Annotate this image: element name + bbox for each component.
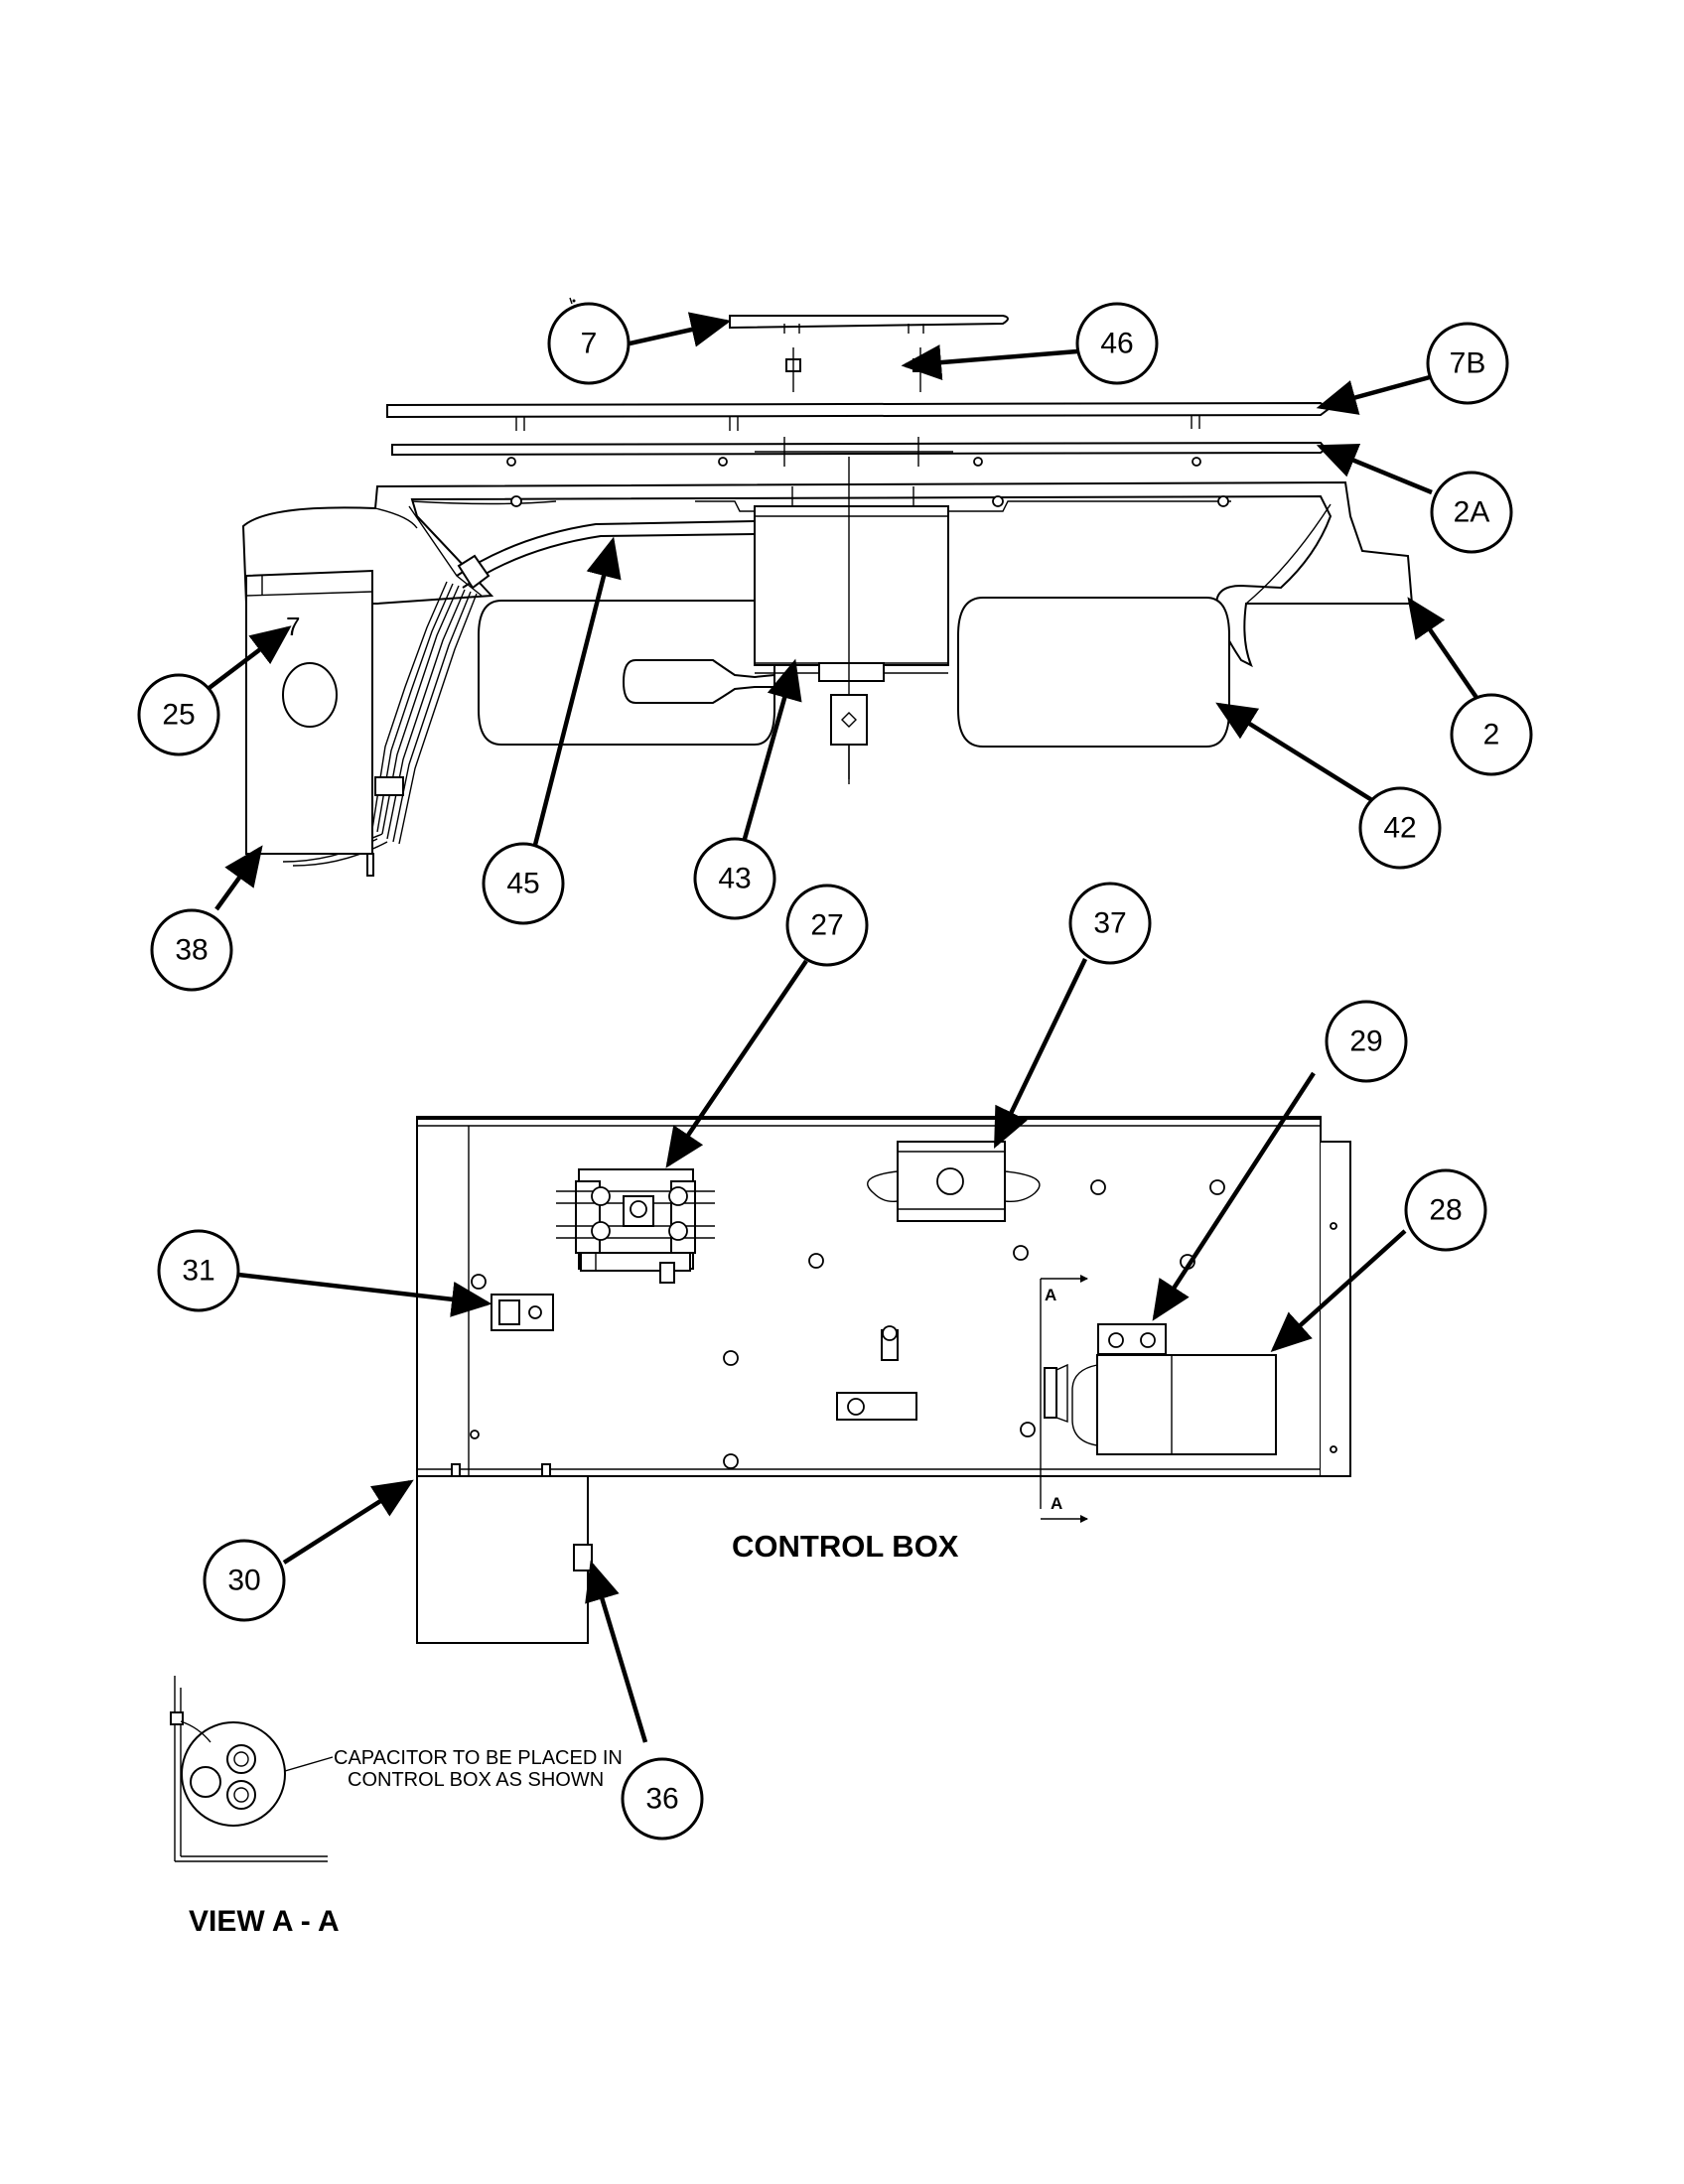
callout-c42: 42 <box>1358 786 1442 870</box>
leader-7 <box>629 312 732 347</box>
callout-c43: 43 <box>693 837 776 920</box>
part-30-box-cover <box>416 1463 593 1644</box>
callout-label-29: 29 <box>1349 1025 1382 1058</box>
leader-43 <box>740 658 802 847</box>
callout-c36: 36 <box>621 1757 704 1841</box>
leader-30 <box>282 1479 414 1565</box>
part-36-fastener <box>573 1544 593 1571</box>
callout-label-43: 43 <box>718 863 751 895</box>
callout-c45: 45 <box>482 842 565 925</box>
part-29-capacitor-bracket <box>1097 1323 1167 1355</box>
part-28-capacitor <box>1044 1354 1277 1455</box>
callout-label-46: 46 <box>1100 328 1133 360</box>
view-aa-detail: CAPACITOR TO BE PLACED IN CONTROL BOX AS… <box>170 1676 623 1938</box>
part-7-cover-plate <box>572 299 1009 334</box>
part-25-electrical-box: 7 <box>245 569 404 877</box>
callout-c29: 29 <box>1325 1000 1408 1083</box>
leader-29 <box>1152 1071 1316 1321</box>
part-37-terminal-block <box>867 1141 1041 1222</box>
callout-label-45: 45 <box>506 868 539 900</box>
part-7b-top-rail <box>386 401 1331 431</box>
part-43-motor <box>754 457 949 784</box>
callout-label-38: 38 <box>175 934 208 967</box>
leader-2 <box>1407 597 1481 704</box>
leader-38 <box>214 845 263 911</box>
callout-label-37: 37 <box>1093 907 1126 940</box>
leader-45 <box>531 536 622 850</box>
control-box-assembly: A A CONTROL BOX <box>416 1116 1351 1644</box>
part-46-nuts <box>785 347 928 392</box>
leader-25 <box>201 625 292 695</box>
callout-c27: 27 <box>785 884 869 967</box>
leader-27 <box>665 959 808 1168</box>
section-marks: A A <box>1040 1275 1088 1523</box>
leader-37 <box>993 958 1088 1150</box>
callout-label-2: 2 <box>1483 719 1500 751</box>
callout-c31: 31 <box>157 1229 240 1312</box>
part-27-contactor <box>556 1168 715 1284</box>
callout-label-7b: 7B <box>1450 347 1486 380</box>
callout-label-28: 28 <box>1429 1194 1462 1227</box>
callout-c28: 28 <box>1404 1168 1487 1252</box>
callout-c2a: 2A <box>1430 471 1513 554</box>
callout-label-2a: 2A <box>1454 496 1490 529</box>
callout-c38: 38 <box>150 908 233 992</box>
callout-label-30: 30 <box>227 1565 260 1597</box>
callout-label-27: 27 <box>810 909 843 942</box>
callout-label-36: 36 <box>645 1783 678 1816</box>
callout-label-31: 31 <box>182 1255 214 1288</box>
part-31-switch <box>491 1294 554 1331</box>
callout-c7b: 7B <box>1426 322 1509 405</box>
callout-c30: 30 <box>203 1539 286 1622</box>
panel-fittings <box>836 1325 917 1421</box>
callout-c37: 37 <box>1068 882 1152 965</box>
leader-46 <box>901 344 1078 381</box>
leader-31 <box>237 1272 492 1317</box>
capacitor-note-line2: CONTROL BOX AS SHOWN <box>348 1769 604 1791</box>
leader-7b <box>1316 374 1431 415</box>
callout-label-7: 7 <box>581 328 598 360</box>
callout-c2: 2 <box>1450 693 1533 776</box>
leader-36 <box>585 1560 648 1743</box>
control-box-title: CONTROL BOX <box>732 1529 959 1564</box>
mounting-holes <box>470 1179 1337 1469</box>
section-mark-a-top: A <box>1045 1286 1056 1304</box>
leader-28 <box>1270 1229 1407 1353</box>
callout-c46: 46 <box>1075 302 1159 385</box>
capacitor-note-line1: CAPACITOR TO BE PLACED IN <box>334 1747 623 1769</box>
leader-2a <box>1316 444 1433 495</box>
view-aa-title: VIEW A - A <box>189 1905 340 1938</box>
part-2a-gasket <box>391 437 1328 467</box>
callout-label-42: 42 <box>1383 812 1416 845</box>
callout-label-25: 25 <box>162 699 195 732</box>
callout-c25: 25 <box>137 673 220 756</box>
upper-assembly: 7 <box>241 297 1414 877</box>
leader-42 <box>1215 702 1377 804</box>
section-mark-a-bottom: A <box>1051 1494 1062 1513</box>
callout-c7: 7 <box>547 302 631 385</box>
leader-lines <box>201 312 1481 1743</box>
handwritten-mark: 7 <box>286 612 300 641</box>
